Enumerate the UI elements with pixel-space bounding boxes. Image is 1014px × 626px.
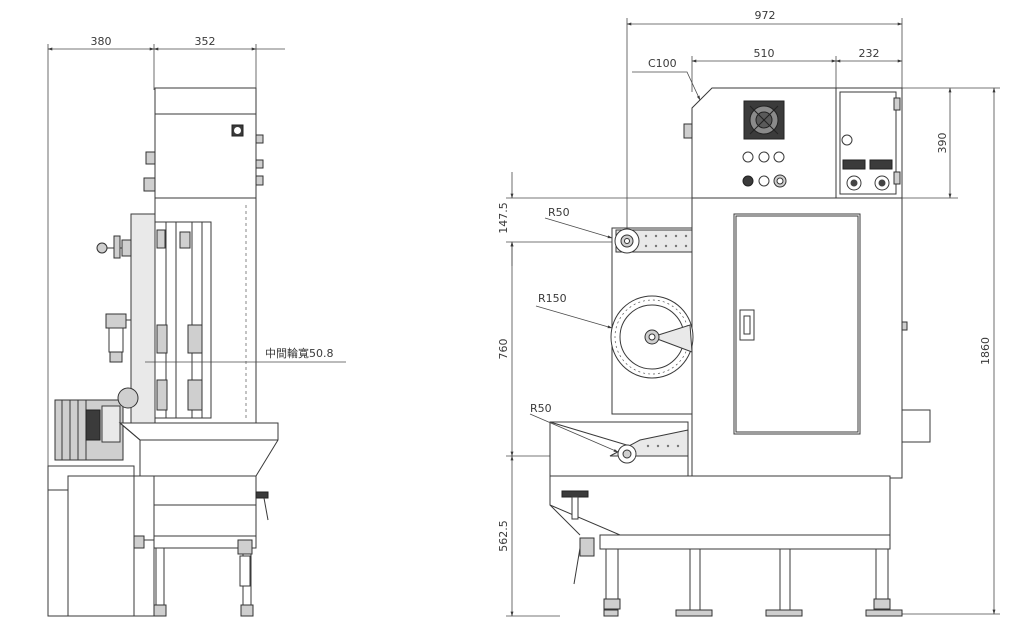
front-base-tub	[549, 475, 891, 536]
dim-radius-middle: R150	[535, 292, 613, 329]
panel-button-1	[742, 151, 754, 163]
panel-button-4	[758, 175, 770, 187]
panel-button-3	[773, 151, 785, 163]
dim-box-width: 232	[835, 47, 903, 63]
fan-icon	[743, 100, 785, 140]
side-drain-valve-icon	[255, 491, 269, 521]
dim-panel-width-label: 510	[754, 47, 775, 60]
dim-height-bottom-label: 562.5	[497, 520, 510, 552]
dim-height-top: 147.5	[497, 172, 514, 266]
front-base-frame	[599, 534, 891, 550]
side-view: 380 352	[47, 35, 346, 617]
dim-radius-bottom: R50	[529, 402, 619, 453]
dim-depth-right: 352	[153, 35, 285, 51]
main-wheel-icon	[610, 295, 694, 379]
dim-depth-left: 380	[47, 35, 155, 51]
side-motor	[54, 387, 139, 461]
dim-box-height-label: 390	[936, 133, 949, 154]
front-view: 972 510 232 C100 390 1860	[497, 9, 1000, 617]
dim-overall-width-label: 972	[755, 9, 776, 22]
panel-button-2	[758, 151, 770, 163]
dim-chamfer-label: C100	[648, 57, 677, 70]
side-handwheel-icon	[96, 235, 132, 259]
dim-radius-bottom-label: R50	[530, 402, 552, 415]
side-outlet-box	[901, 409, 931, 443]
dim-panel-width: 510	[691, 47, 837, 63]
dim-height-middle-label: 760	[497, 339, 510, 360]
dim-box-width-label: 232	[859, 47, 880, 60]
side-annotation-wheel-width: 中間輪寬50.8	[265, 346, 334, 360]
dim-radius-middle-label: R150	[538, 292, 567, 305]
dim-height-top-label: 147.5	[497, 202, 510, 234]
dim-overall-height: 1860	[979, 87, 996, 615]
pulley-top-icon	[614, 228, 640, 254]
dim-chamfer: C100	[632, 57, 701, 101]
side-air-regulator-icon	[105, 313, 131, 363]
control-label-left	[842, 159, 866, 170]
side-control-box	[154, 87, 257, 199]
panel-switch-icon	[742, 175, 754, 187]
dim-overall-width: 972	[626, 9, 903, 26]
dim-height-middle: 760	[497, 241, 514, 457]
dim-box-height: 390	[936, 87, 952, 199]
dim-depth-right-label: 352	[195, 35, 216, 48]
dim-height-bottom: 562.5	[497, 455, 514, 617]
pulley-bottom-icon	[617, 444, 637, 464]
indicator-lamp-icon	[841, 134, 853, 146]
front-drain-valve-icon	[561, 490, 595, 585]
dim-depth-left-label: 380	[91, 35, 112, 48]
side-tray	[118, 422, 279, 477]
control-label-right	[869, 159, 893, 170]
dim-radius-top: R50	[544, 206, 613, 239]
dim-radius-top-label: R50	[548, 206, 570, 219]
side-lower-frame	[153, 475, 257, 537]
dim-overall-height-label: 1860	[979, 337, 992, 365]
